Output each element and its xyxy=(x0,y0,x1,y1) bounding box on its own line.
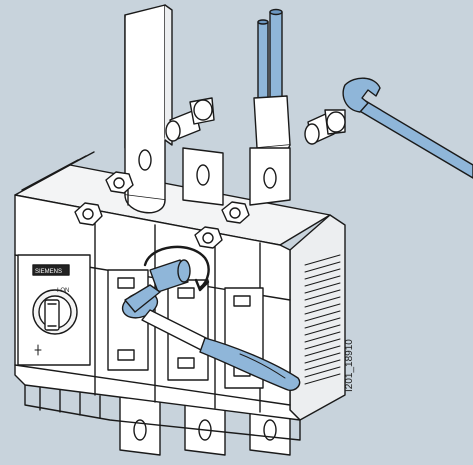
brand-plate xyxy=(32,264,70,276)
bolt xyxy=(165,97,215,142)
terminal-lug xyxy=(182,147,224,206)
ratchet-wrench xyxy=(121,259,301,392)
reference-code: I201_18910 xyxy=(344,339,355,392)
busbar xyxy=(124,4,173,214)
bolt-right xyxy=(304,109,346,145)
open-end-wrench xyxy=(342,77,473,179)
switch-label: I ON xyxy=(57,288,69,294)
switch-handle xyxy=(32,289,78,335)
operating-mechanism: SIEMENS I ON xyxy=(17,254,91,366)
nut xyxy=(74,171,250,249)
vent-grille xyxy=(304,254,341,385)
cable-conductor xyxy=(249,8,291,206)
rotation-arrow xyxy=(143,245,210,292)
brand-plate-text: SIEMENS xyxy=(35,269,62,275)
